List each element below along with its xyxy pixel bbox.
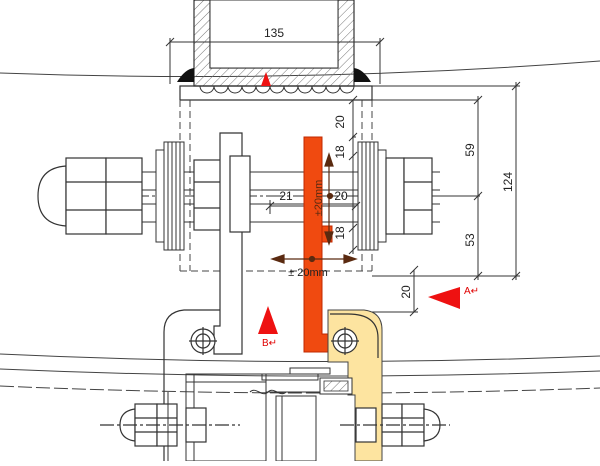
dim-18-upper: 18 — [333, 145, 347, 159]
gasket-hatch — [323, 380, 349, 392]
weld-fillets — [177, 68, 371, 82]
top-dimension — [165, 37, 385, 84]
pin-right — [331, 327, 359, 355]
horizontal-tolerance-arrow — [270, 254, 358, 264]
dim-135: 135 — [264, 26, 284, 40]
weld-bead-arcs — [199, 85, 355, 94]
base-plate — [179, 85, 373, 101]
hatched-column — [193, 0, 355, 87]
vertical-tolerance-arrow — [324, 152, 334, 246]
pin-left — [189, 327, 217, 355]
bottom-right-bolt — [340, 403, 450, 447]
left-cap-nut — [37, 157, 143, 235]
right-hook-outline — [330, 313, 379, 358]
left-washer-stack — [155, 141, 185, 251]
section-marker-a-triangle — [428, 287, 460, 309]
dim-21: 21 — [279, 189, 293, 203]
bottom-left-bolt — [100, 403, 240, 447]
left-plate-washer — [229, 155, 251, 233]
dim-59: 59 — [463, 143, 477, 157]
right-dimensions — [348, 81, 521, 317]
dim-53: 53 — [463, 233, 477, 247]
vertical-tolerance-label: ±20mm — [313, 180, 325, 217]
dim-20-top: 20 — [333, 115, 347, 129]
section-marker-b-label: B↵ — [262, 338, 277, 349]
top-center-marker — [261, 72, 271, 86]
left-hook-outline — [163, 309, 220, 461]
dim-20-right: 20 — [334, 189, 348, 203]
dim-18-lower: 18 — [333, 226, 347, 240]
right-washer-stack — [357, 141, 387, 251]
dashed-boundary — [179, 100, 373, 272]
section-marker-a-label: A↵ — [464, 286, 479, 297]
right-cap-nut — [385, 157, 433, 235]
horizontal-tolerance-label: ± 20mm — [288, 267, 328, 279]
dim-20-bottom: 20 — [399, 285, 413, 299]
section-marker-b-triangle — [258, 306, 278, 334]
dim-124: 124 — [501, 172, 515, 192]
